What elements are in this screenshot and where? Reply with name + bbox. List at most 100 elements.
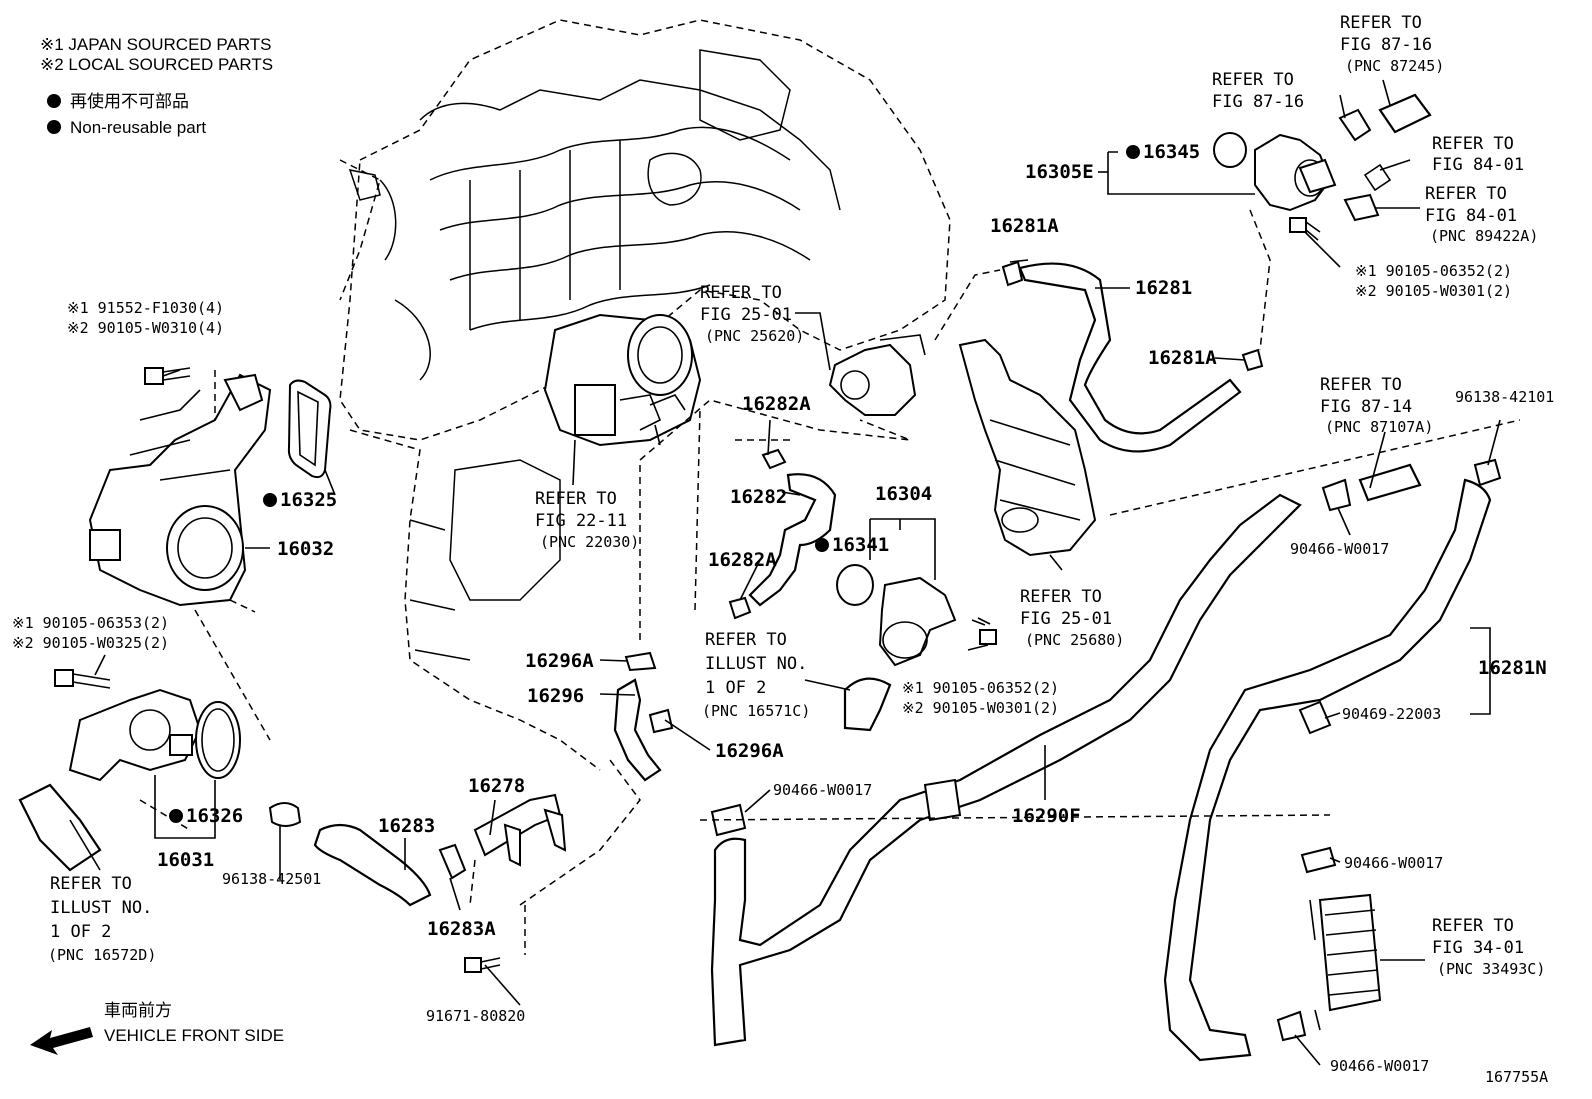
part-16305E: 16305E	[1025, 161, 1094, 183]
clamp-90466-W0017-r1-label: 90466-W0017	[1290, 540, 1389, 558]
ref-25-01-top-l1: REFER TO	[700, 283, 782, 303]
throttle-body	[543, 313, 702, 447]
clamp-90469-22003-label: 90469-22003	[1342, 705, 1441, 723]
nonreusable-dot-icon	[47, 94, 61, 108]
hose-16282	[748, 473, 837, 607]
illust-16572D-l4: (PNC 16572D)	[48, 946, 156, 964]
hose-16281	[1018, 262, 1242, 453]
hose-stub-16572D	[18, 783, 102, 872]
clamp-90466-W0017-r3	[1276, 1010, 1307, 1042]
legend-nonreusable-jp: 再使用不可部品	[70, 91, 189, 111]
illust-16571C-l3: 1 OF 2	[705, 678, 766, 698]
part-16282A-bottom: 16282A	[708, 549, 777, 571]
connection-dashes	[139, 209, 1521, 955]
nonreusable-dot-icon	[263, 493, 277, 507]
bolt-90105-06353	[54, 669, 111, 689]
legend: ※1 JAPAN SOURCED PARTS ※2 LOCAL SOURCED …	[40, 35, 273, 137]
ref-25-01-bot-l2: FIG 25-01	[1020, 609, 1112, 629]
ref-87-16-mid-l2: FIG 87-16	[1212, 92, 1304, 112]
water-outlet-16305E	[1254, 133, 1337, 212]
illust-16571C-l2: ILLUST NO.	[705, 654, 807, 674]
clamp-16281A-mid	[1241, 348, 1264, 372]
o-ring-16345	[1213, 132, 1247, 168]
part-16296A-top: 16296A	[525, 650, 594, 672]
clamp-16282A-bottom	[728, 596, 752, 620]
nonreusable-dot-icon	[47, 120, 61, 134]
vehicle-front-indicator: 車両前方 VEHICLE FRONT SIDE	[30, 1001, 284, 1055]
ref-84-01-b-l1: REFER TO	[1425, 184, 1507, 204]
part-16283A: 16283A	[427, 918, 496, 940]
clamp-90466-W0017-r3-label: 90466-W0017	[1330, 1057, 1429, 1075]
illust-16572D-l3: 1 OF 2	[50, 922, 111, 942]
engine-block-outline	[339, 19, 951, 771]
ref-87-14-l3: (PNC 87107A)	[1325, 418, 1433, 436]
clamp-90466-W0017-r1	[1321, 478, 1352, 512]
water-inlet-16031	[68, 688, 202, 782]
bolt-91671-80820-label: 91671-80820	[426, 1007, 525, 1025]
ref-25-01-bot-l3: (PNC 25680)	[1025, 631, 1124, 649]
water-outlet-16032	[88, 373, 272, 607]
leader-lines	[69, 79, 1501, 1066]
ref-22-11-l3: (PNC 22030)	[540, 533, 639, 551]
legend-japan-sourced: ※1 JAPAN SOURCED PARTS	[40, 35, 272, 54]
water-outlet-16304	[878, 576, 957, 667]
front-arrow-icon	[30, 1027, 93, 1055]
o-ring-16341	[836, 564, 874, 606]
clamp-16282A-top	[761, 448, 787, 470]
illust-16572D-l2: ILLUST NO.	[50, 898, 152, 918]
part-16278: 16278	[468, 775, 525, 797]
bolt-90105-06352-mid-label: ※1 90105-06352(2)	[902, 679, 1059, 697]
clamp-90466-W0017-r2	[1300, 846, 1337, 874]
part-16325: 16325	[280, 489, 337, 511]
hose-stub-16571C	[843, 677, 892, 732]
illust-16572D-l1: REFER TO	[50, 874, 132, 894]
clamp-96138-42501-label: 96138-42501	[222, 870, 321, 888]
ref-87-16-top-l2: FIG 87-16	[1340, 35, 1432, 55]
o-ring-16326	[195, 701, 241, 779]
bolt-91552	[144, 367, 191, 385]
bolt-90105-06352-top	[1289, 217, 1321, 241]
illust-16571C-l1: REFER TO	[705, 630, 787, 650]
ref-25-01-top-l3: (PNC 25620)	[705, 327, 804, 345]
part-16282A-top: 16282A	[742, 393, 811, 415]
hose-16290F	[710, 493, 1302, 1047]
bolt-90105-06352-top-label: ※1 90105-06352(2)	[1355, 262, 1512, 280]
clamp-16281A-top	[1001, 260, 1024, 287]
ref-87-16-top-l3: (PNC 87245)	[1345, 57, 1444, 75]
part-16296A-bottom: 16296A	[715, 740, 784, 762]
ref-84-01-b-l3: (PNC 89422A)	[1430, 227, 1538, 245]
egr-cooler	[958, 338, 1097, 557]
hose-16281N	[1163, 478, 1492, 1062]
vehicle-front-jp: 車両前方	[104, 1001, 172, 1020]
illust-16571C-l4: (PNC 16571C)	[702, 702, 810, 720]
ref-84-01-b-l2: FIG 84-01	[1425, 206, 1517, 226]
ref-25-01-top-l2: FIG 25-01	[700, 305, 792, 325]
clip-fig-84-01	[1363, 163, 1392, 192]
part-16281A-mid: 16281A	[1148, 347, 1217, 369]
legend-local-sourced: ※2 LOCAL SOURCED PARTS	[40, 55, 273, 74]
hose-16283	[313, 823, 432, 907]
ref-25-01-bot-l1: REFER TO	[1020, 587, 1102, 607]
hose-16296	[613, 678, 662, 782]
bolt-90105-W0310-label: ※2 90105-W0310(4)	[67, 319, 224, 337]
nonreusable-dot-icon	[1126, 145, 1140, 159]
ref-87-16-top-l1: REFER TO	[1340, 13, 1422, 33]
clamp-90466-W0017-r2-label: 90466-W0017	[1344, 854, 1443, 872]
clamp-16296A-bottom	[648, 708, 674, 734]
clamp-96138-42101-label: 96138-42101	[1455, 388, 1554, 406]
part-16304: 16304	[875, 483, 932, 505]
hose-stub-87107A	[1358, 463, 1422, 502]
bolt-90105-W0325-label: ※2 90105-W0325(2)	[12, 634, 169, 652]
ref-34-01-l2: FIG 34-01	[1432, 938, 1524, 958]
clamp-16290F	[923, 778, 962, 822]
clamp-90469-22003	[1298, 700, 1332, 735]
bolt-90105-06353-label: ※1 90105-06353(2)	[12, 614, 169, 632]
clamp-90466-W0017-mid-label: 90466-W0017	[773, 781, 872, 799]
part-16031: 16031	[157, 849, 214, 871]
clamp-96138-42101	[1473, 458, 1502, 487]
clamp-16296A-top	[624, 651, 657, 672]
part-16345: 16345	[1143, 141, 1200, 163]
clamp-16283A	[438, 843, 467, 880]
bolt-91671-80820	[464, 957, 501, 973]
